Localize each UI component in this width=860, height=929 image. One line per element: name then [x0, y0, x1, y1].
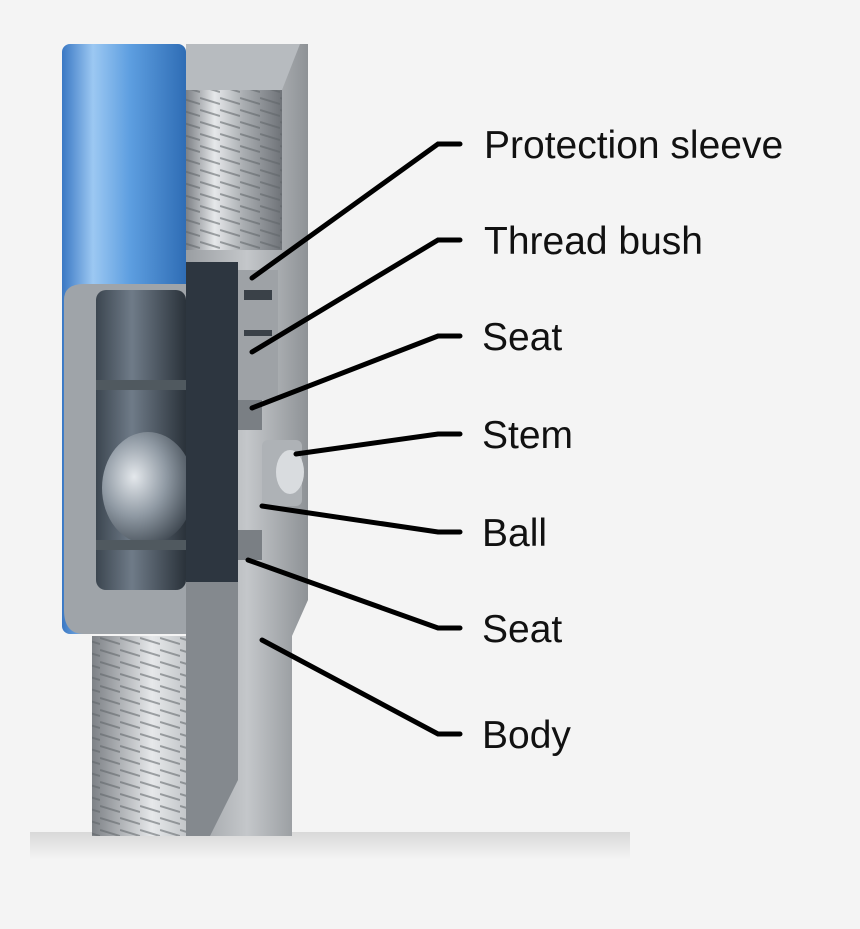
label-seat-upper: Seat	[482, 316, 563, 359]
label-thread-bush: Thread bush	[484, 220, 703, 263]
floor-shadow	[30, 832, 630, 860]
label-ball: Ball	[482, 512, 548, 555]
label-protection-sleeve: Protection sleeve	[484, 124, 784, 167]
label-stem: Stem	[482, 414, 574, 457]
leader-lines	[245, 141, 463, 737]
leader-seat-lower	[245, 557, 463, 631]
ball-shape	[102, 432, 194, 544]
leader-thread-bush	[249, 237, 463, 355]
label-seat-lower: Seat	[482, 608, 563, 651]
leader-protection-sleeve	[249, 141, 463, 281]
label-body: Body	[482, 714, 571, 757]
flow-channel	[186, 262, 238, 582]
leader-seat-upper	[249, 333, 463, 411]
leader-stem	[293, 431, 463, 457]
leader-ball	[259, 503, 463, 535]
leader-body	[259, 637, 463, 737]
seat-lower-shape	[238, 530, 262, 560]
